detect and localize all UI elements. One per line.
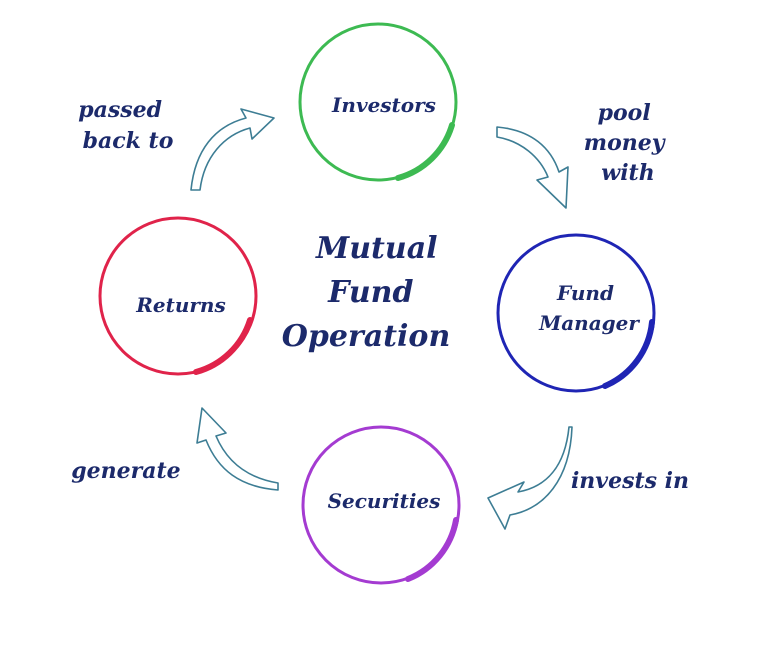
fund-manager-circle-stroke bbox=[602, 319, 655, 389]
passed-line-1: passed bbox=[78, 97, 162, 123]
fund-manager-label: Fund Manager bbox=[538, 281, 640, 335]
arrow-fund-manager-to-securities bbox=[487, 426, 573, 530]
securities-label: Securities bbox=[328, 489, 441, 513]
arrow-returns-to-investors bbox=[190, 108, 275, 191]
returns-circle bbox=[98, 216, 258, 376]
title-line-1: Mutual bbox=[315, 231, 438, 266]
pool-line-3: with bbox=[601, 160, 654, 186]
investors-label: Investors bbox=[331, 93, 436, 117]
title-line-3: Operation bbox=[282, 319, 451, 354]
pool-line-2: money bbox=[584, 130, 667, 156]
node-fund-manager: Fund Manager bbox=[496, 233, 656, 393]
diagram-title: Mutual Fund Operation bbox=[282, 231, 451, 354]
node-investors: Investors bbox=[298, 22, 458, 182]
fund-manager-label-line-2: Manager bbox=[538, 311, 640, 335]
edge-label-pool-money-with: pool money with bbox=[584, 100, 672, 186]
arrow-securities-to-returns bbox=[196, 407, 279, 491]
returns-circle-stroke bbox=[193, 317, 253, 375]
fund-manager-label-line-1: Fund bbox=[556, 281, 614, 305]
pool-line-1: pool bbox=[598, 100, 651, 126]
securities-circle-stroke bbox=[405, 517, 459, 582]
arrow-investors-to-fund-manager bbox=[496, 126, 569, 209]
returns-label: Returns bbox=[135, 293, 225, 317]
passed-line-2: back to bbox=[83, 128, 174, 154]
node-returns: Returns bbox=[98, 216, 258, 376]
node-securities: Securities bbox=[301, 425, 461, 585]
edge-label-generate: generate bbox=[71, 458, 180, 484]
investors-circle bbox=[298, 22, 458, 182]
investors-circle-stroke bbox=[395, 122, 455, 181]
edge-label-invests-in: invests in bbox=[571, 468, 689, 494]
securities-circle bbox=[301, 425, 461, 585]
edge-label-passed-back-to: passed back to bbox=[78, 97, 173, 154]
title-line-2: Fund bbox=[327, 275, 413, 310]
fund-manager-circle bbox=[496, 233, 656, 393]
